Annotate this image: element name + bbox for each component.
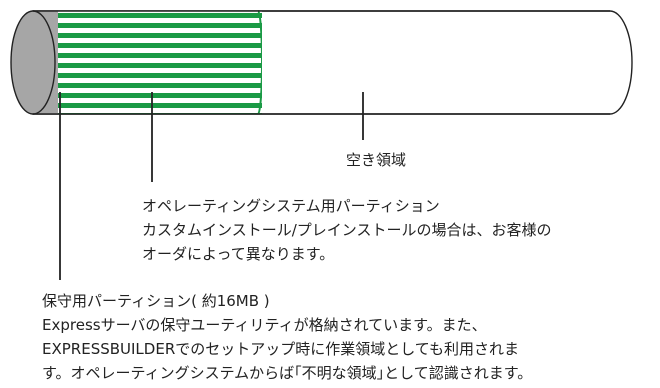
maintenance-partition-description-line: Expressサーバの保守ユーティリティが格納されています。また、 <box>42 316 487 334</box>
os-partition-stripe <box>58 23 262 28</box>
free-space-title: 空き領域 <box>346 151 407 169</box>
os-partition-title: オペレーティングシステム用パーティション <box>142 197 440 215</box>
os-partition-stripe <box>58 93 262 98</box>
maintenance-partition-region <box>11 11 58 114</box>
os-partition-stripe <box>58 13 262 18</box>
maintenance-partition-label: 保守用パーティション( 約16MB ) Expressサーバの保守ユーティリティ… <box>42 289 532 385</box>
os-partition-stripe <box>58 73 262 78</box>
maintenance-partition-description-line: す。オペレーティングシステムからば｢不明な領域｣として認識されます。 <box>42 364 533 382</box>
os-partition-stripe <box>58 103 262 108</box>
os-partition-edge <box>257 10 262 114</box>
os-partition-description-line: カスタムインストール/プレインストールの場合は、お客様の <box>142 221 552 239</box>
os-partition-region <box>58 10 262 114</box>
free-space-label: 空き領域 <box>346 148 406 172</box>
os-partition-stripe <box>58 33 262 38</box>
os-partition-stripe <box>58 43 262 48</box>
os-partition-label: オペレーティングシステム用パーティション カスタムインストール/プレインストール… <box>142 194 551 266</box>
os-partition-stripe <box>58 53 262 58</box>
maintenance-partition-title: 保守用パーティション( 約16MB ) <box>42 292 270 310</box>
os-partition-stripe <box>58 83 262 88</box>
os-partition-stripe <box>58 63 262 68</box>
maintenance-partition-description-line: EXPRESSBUILDERでのセットアップ時に作業領域としても利用されま <box>42 340 520 358</box>
os-partition-description-line: オーダによって異なります。 <box>142 245 335 263</box>
